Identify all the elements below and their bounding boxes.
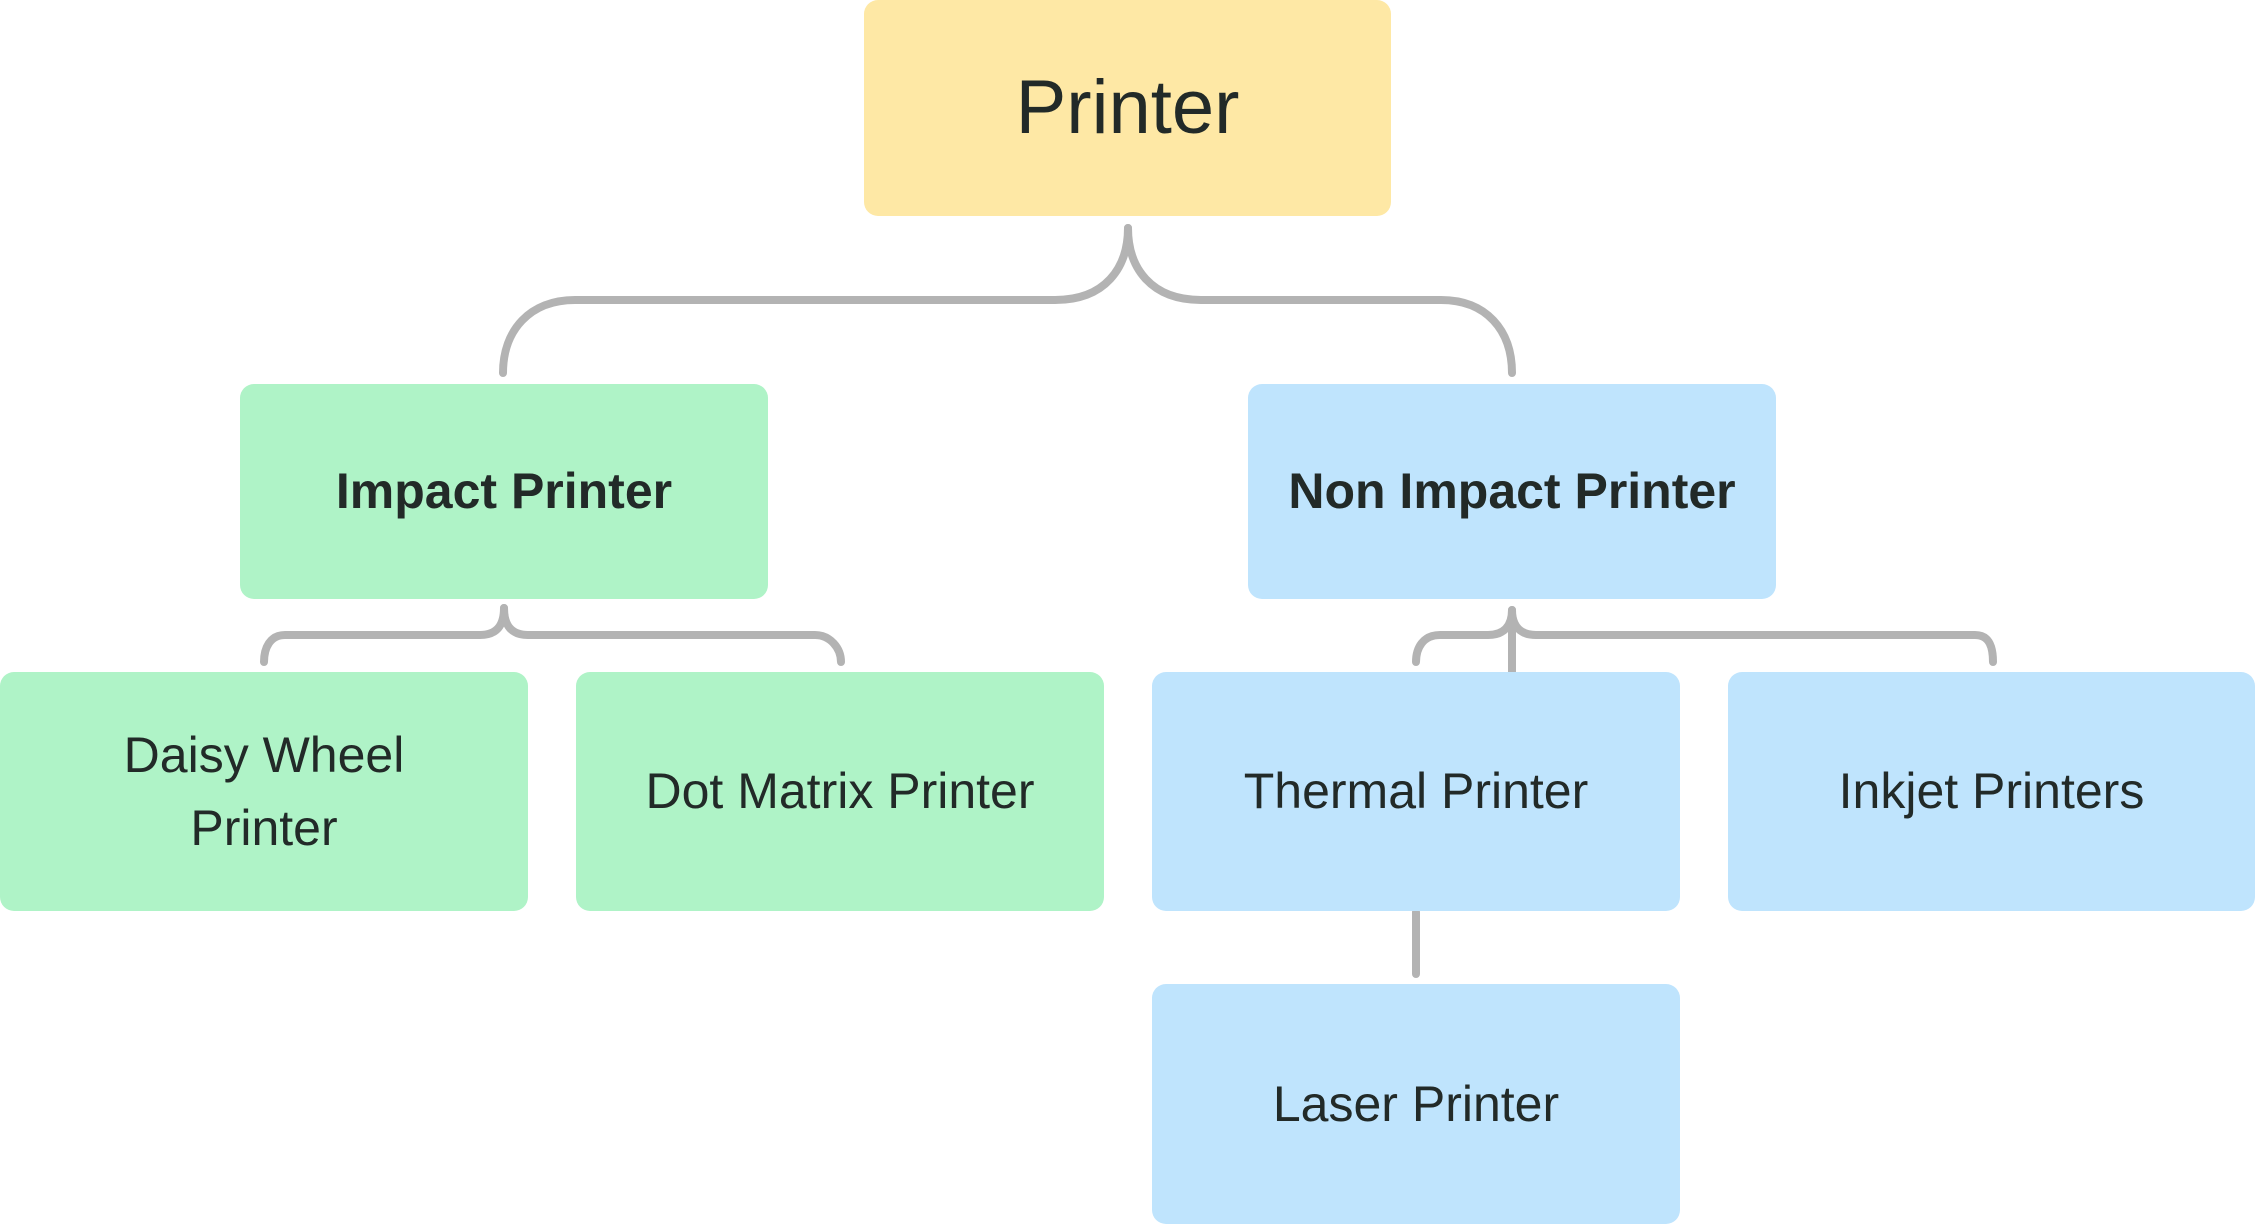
node-dot-matrix-printer: Dot Matrix Printer (576, 672, 1104, 911)
root-brace-connector-right (1124, 224, 1516, 377)
non-impact-brace-connector-right (1508, 606, 1997, 666)
daisy-wheel-printer-label: Daisy Wheel Printer (123, 727, 405, 856)
root-node-printer: Printer (864, 0, 1391, 216)
impact-printer-label: Impact Printer (335, 463, 673, 520)
non-impact-brace-connector (1412, 606, 1516, 666)
node-impact-printer: Impact Printer (240, 384, 768, 599)
node-inkjet-printers: Inkjet Printers (1728, 672, 2255, 911)
node-laser-printer: Laser Printer (1152, 984, 1680, 1224)
laser-printer-label: Laser Printer (1272, 1075, 1560, 1132)
non-impact-printer-label: Non Impact Printer (1288, 463, 1736, 520)
root-node-label: Printer (1015, 64, 1240, 150)
impact-brace-connector-right (500, 604, 845, 666)
inkjet-printers-label: Inkjet Printers (1838, 763, 2145, 820)
impact-brace-connector (260, 604, 508, 666)
dot-matrix-printer-label: Dot Matrix Printer (645, 763, 1035, 820)
thermal-printer-label: Thermal Printer (1243, 763, 1589, 820)
node-non-impact-printer: Non Impact Printer (1248, 384, 1776, 599)
node-thermal-printer: Thermal Printer (1152, 672, 1680, 911)
node-daisy-wheel-printer: Daisy Wheel Printer (0, 672, 528, 911)
root-brace-connector (499, 224, 1132, 377)
